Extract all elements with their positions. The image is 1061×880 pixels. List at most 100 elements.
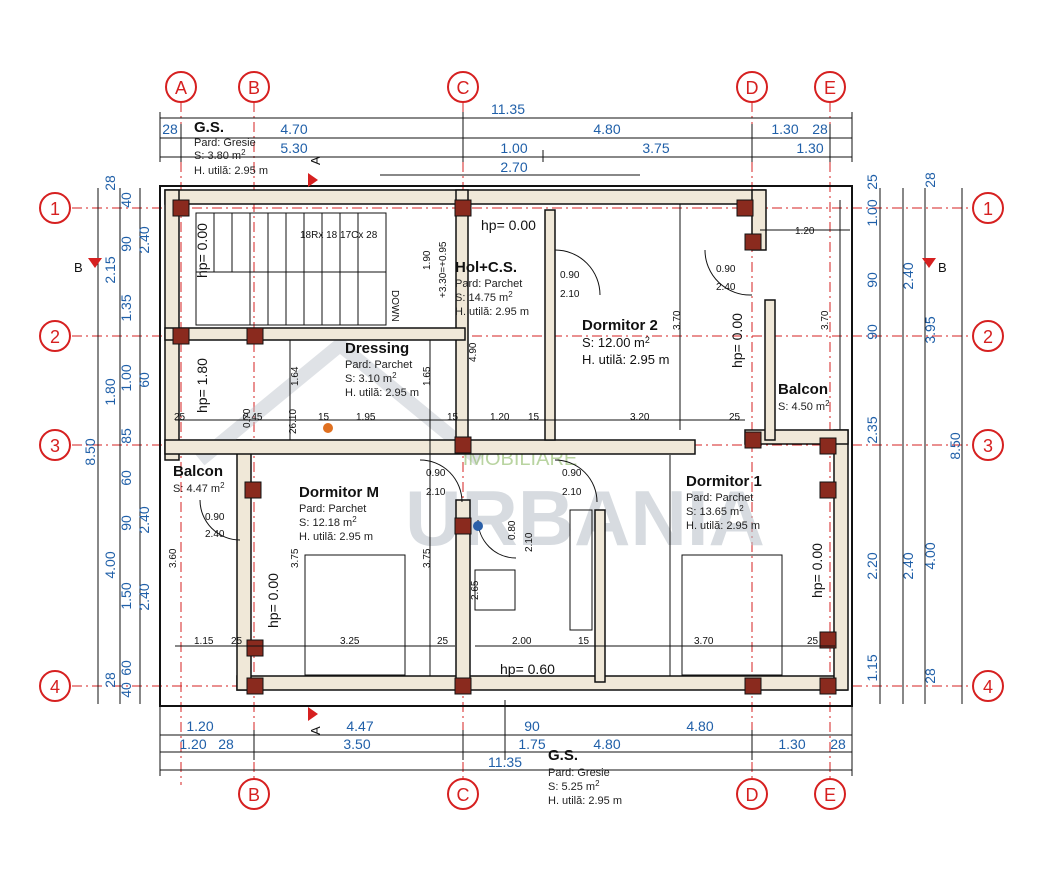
axis-label-d-top: D [746, 78, 759, 98]
door-dimensions: 0.90 2.10 0.90 2.40 0.90 2.10 0.90 2.10 … [205, 264, 736, 552]
svg-text:2.40: 2.40 [716, 282, 736, 293]
svg-text:26.10: 26.10 [288, 409, 299, 434]
axis-label-3-right: 3 [983, 436, 993, 456]
hp-dormitor-m-window: hp= 0.00 [265, 573, 281, 628]
hp-top-window: hp= 0.00 [481, 217, 536, 233]
svg-text:25: 25 [807, 636, 819, 647]
dim-top-r2-2: 3.75 [642, 140, 669, 156]
svg-text:Dormitor 1: Dormitor 1 [686, 473, 762, 490]
svg-text:S: 13.65 m2: S: 13.65 m2 [686, 504, 744, 518]
dimensions-top: 11.35 28 4.70 4.80 1.30 28 5.30 1.00 3.7… [159, 101, 853, 176]
dim-top-r1-4: 28 [812, 121, 828, 137]
svg-text:1.00: 1.00 [864, 199, 880, 226]
svg-text:0.90: 0.90 [426, 468, 446, 479]
svg-text:40: 40 [118, 682, 134, 698]
svg-text:1.20: 1.20 [490, 412, 510, 423]
svg-text:Pard: Gresie: Pard: Gresie [548, 767, 610, 779]
svg-text:Hol+C.S.: Hol+C.S. [455, 259, 517, 276]
room-dormitor-m: Dormitor M Pard: Parchet S: 12.18 m2 H. … [299, 484, 379, 543]
hp-bath-bottom: hp= 0.60 [500, 661, 555, 677]
svg-text:H. utilă: 2.95 m: H. utilă: 2.95 m [548, 795, 622, 807]
svg-text:S: 4.47 m2: S: 4.47 m2 [173, 481, 225, 495]
section-marks: A A B B [74, 156, 947, 735]
svg-text:0.90: 0.90 [205, 512, 225, 523]
room-dormitor-1: Dormitor 1 Pard: Parchet S: 13.65 m2 H. … [686, 473, 762, 532]
svg-text:0.90: 0.90 [562, 468, 582, 479]
axis-label-b-top: B [248, 78, 260, 98]
room-gs-bottom: G.S. Pard: Gresie S: 5.25 m2 H. utilă: 2… [548, 747, 622, 807]
svg-text:90: 90 [118, 236, 134, 252]
svg-text:0.90: 0.90 [716, 264, 736, 275]
columns [172, 199, 837, 695]
fixture-marker [323, 423, 333, 433]
dim-top-r1-1: 4.70 [280, 121, 307, 137]
svg-text:1.65: 1.65 [422, 366, 433, 386]
svg-text:28: 28 [102, 175, 118, 191]
section-arrow-a-top [308, 173, 318, 187]
svg-text:A: A [308, 726, 323, 735]
svg-text:85: 85 [118, 428, 134, 444]
svg-text:25: 25 [729, 412, 741, 423]
svg-text:2.40: 2.40 [900, 552, 916, 579]
svg-text:H. utilă: 2.95 m: H. utilă: 2.95 m [455, 306, 529, 318]
svg-text:40: 40 [118, 192, 134, 208]
svg-text:2.10: 2.10 [560, 289, 580, 300]
svg-text:4.00: 4.00 [922, 542, 938, 569]
svg-text:25: 25 [864, 174, 880, 190]
room-balcon-right: Balcon S: 4.50 m2 [778, 381, 830, 413]
dim-top-r2-3: 1.30 [796, 140, 823, 156]
dim-top-r1-3: 1.30 [771, 121, 798, 137]
svg-text:28: 28 [102, 672, 118, 688]
svg-text:15: 15 [528, 412, 540, 423]
svg-text:Pard: Parchet: Pard: Parchet [686, 492, 753, 504]
svg-text:1.15: 1.15 [864, 654, 880, 681]
svg-text:H. utilă: 2.95 m: H. utilă: 2.95 m [194, 165, 268, 177]
axis-label-d-bottom: D [746, 785, 759, 805]
svg-text:2.40: 2.40 [205, 529, 225, 540]
dim-left-outer: 8.50 [82, 438, 98, 465]
svg-text:H. utilă: 2.95 m: H. utilă: 2.95 m [582, 352, 669, 367]
svg-text:2.45: 2.45 [243, 412, 263, 423]
svg-text:3.25: 3.25 [340, 636, 360, 647]
svg-text:15: 15 [447, 412, 459, 423]
svg-text:S: 3.10 m2: S: 3.10 m2 [345, 371, 397, 385]
svg-text:3.20: 3.20 [630, 412, 650, 423]
svg-text:H. utilă: 2.95 m: H. utilă: 2.95 m [686, 520, 760, 532]
svg-text:4.90: 4.90 [468, 342, 479, 362]
svg-text:90: 90 [118, 515, 134, 531]
svg-text:Pard: Gresie: Pard: Gresie [194, 137, 256, 149]
svg-text:1.90: 1.90 [422, 250, 433, 270]
svg-text:S: 5.25 m2: S: 5.25 m2 [548, 779, 600, 793]
svg-text:Dormitor M: Dormitor M [299, 484, 379, 501]
section-arrow-a-bottom [308, 707, 318, 721]
svg-text:2.40: 2.40 [136, 583, 152, 610]
svg-text:1.64: 1.64 [290, 366, 301, 386]
svg-text:1.00: 1.00 [118, 364, 134, 391]
drain-marker [473, 521, 483, 531]
svg-text:Dressing: Dressing [345, 340, 409, 357]
svg-text:1.95: 1.95 [356, 412, 376, 423]
dim-bot-r2-0: 1.20 [179, 736, 206, 752]
level-mark: +3.30=+0.95 [438, 241, 449, 298]
dim-bot-r2-3: 1.75 [518, 736, 545, 752]
dim-bot-r1-0: 1.20 [186, 718, 213, 734]
axis-label-3-left: 3 [50, 436, 60, 456]
section-arrow-b-right [922, 258, 936, 268]
axis-label-c-top: C [457, 78, 470, 98]
svg-text:Balcon: Balcon [173, 463, 223, 480]
dim-top-total: 11.35 [491, 101, 525, 117]
staircase [195, 212, 387, 326]
stair-note: 18Rx 18 17Cx 28 [300, 230, 378, 241]
axis-label-4-left: 4 [50, 677, 60, 697]
axis-label-b-bottom: B [248, 785, 260, 805]
svg-text:B: B [74, 260, 83, 275]
hp-stair-window: hp= 0.00 [194, 223, 210, 278]
room-gs-top: G.S. Pard: Gresie S: 3.80 m2 H. utilă: 2… [194, 119, 268, 177]
dim-bot-total: 11.35 [488, 754, 522, 770]
section-arrow-b-left [88, 258, 102, 268]
svg-text:2.15: 2.15 [102, 256, 118, 283]
svg-text:G.S.: G.S. [194, 119, 224, 136]
axis-label-4-right: 4 [983, 677, 993, 697]
svg-text:2.40: 2.40 [136, 226, 152, 253]
